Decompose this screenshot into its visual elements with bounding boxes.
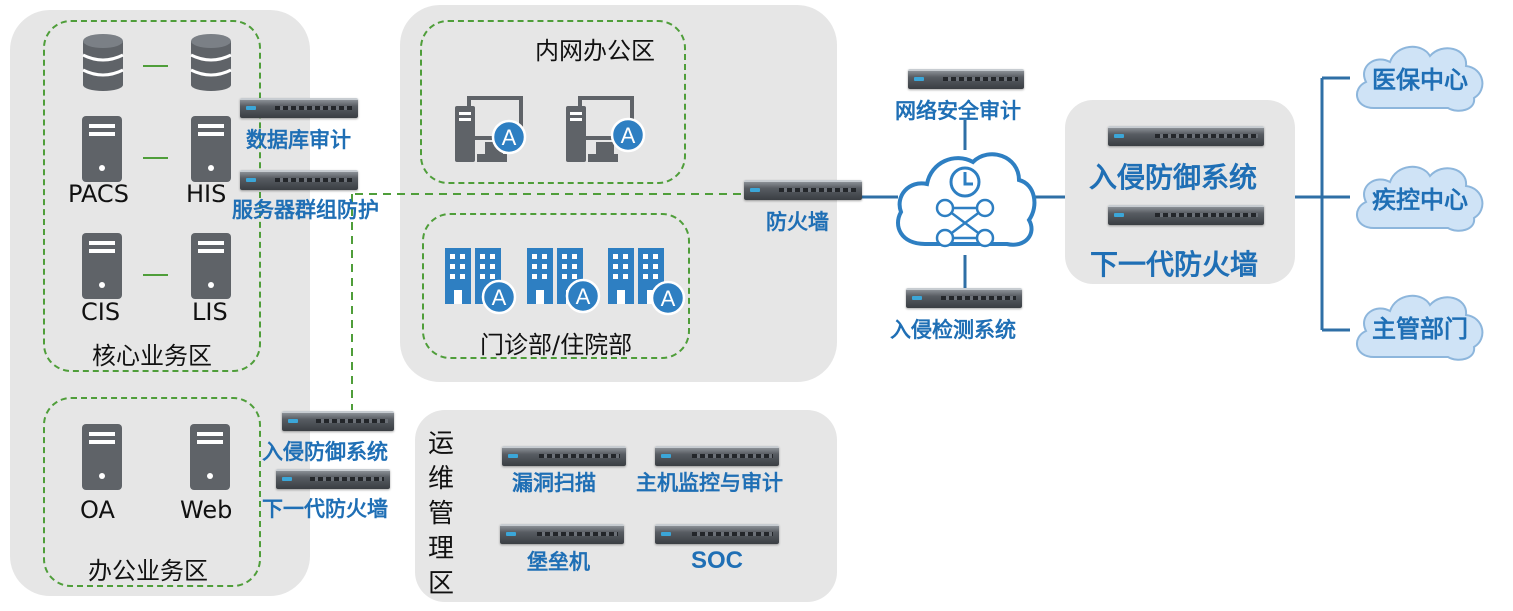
- ops-zone-title: 运维管理区: [427, 429, 454, 599]
- server-icon: [82, 424, 122, 490]
- soc-device: [655, 524, 779, 544]
- agent-badge-icon: A: [650, 280, 686, 316]
- cloud-cdc: 疾控中心: [1350, 158, 1490, 238]
- net-audit-label: 网络安全审计: [895, 99, 1021, 123]
- cloud-label-medical-insurance: 医保中心: [1372, 66, 1468, 94]
- db-audit-device: [240, 98, 358, 118]
- server-label-pacs: PACS: [68, 180, 129, 208]
- core-business-group: [43, 20, 261, 372]
- intranet-office-group: [420, 20, 686, 184]
- bastion-label: 堡垒机: [527, 550, 590, 574]
- ids-device: [906, 288, 1022, 308]
- cloud-authority: 主管部门: [1350, 287, 1490, 367]
- database-icon: [190, 34, 232, 91]
- vuln-scan-label: 漏洞扫描: [512, 471, 596, 495]
- bastion-device: [500, 524, 624, 544]
- ids-label: 入侵检测系统: [890, 318, 1016, 342]
- core-zone-title: 核心业务区: [92, 342, 212, 370]
- svg-text:A: A: [621, 123, 636, 148]
- workstation-icon: [566, 96, 634, 162]
- firewall-label: 防火墙: [766, 210, 829, 234]
- server-label-oa: OA: [80, 496, 115, 524]
- server-label-web: Web: [180, 496, 233, 524]
- agent-badge-icon: A: [565, 278, 601, 314]
- cloud-label-cdc: 疾控中心: [1372, 186, 1468, 214]
- ops-zone: [415, 410, 837, 602]
- office-zone-title: 办公业务区: [88, 557, 208, 585]
- svg-text:A: A: [661, 286, 676, 311]
- ips-left-device: [282, 411, 394, 431]
- ngfw-right-label: 下一代防火墙: [1090, 248, 1259, 281]
- server-icon: [191, 116, 231, 182]
- server-label-his: HIS: [186, 180, 227, 208]
- ngfw-left-device: [276, 469, 390, 489]
- svg-text:A: A: [492, 285, 507, 310]
- host-audit-label: 主机监控与审计: [636, 471, 783, 495]
- agent-badge-icon: A: [481, 279, 517, 315]
- building-icon: [527, 248, 583, 304]
- cloud-medical-insurance: 医保中心: [1350, 38, 1490, 118]
- ips-left-label: 入侵防御系统: [262, 440, 388, 464]
- agent-badge-icon: A: [491, 119, 527, 155]
- ips-right-label: 入侵防御系统: [1089, 161, 1258, 194]
- server-icon: [82, 233, 122, 299]
- clinic-group: [422, 213, 690, 359]
- database-icon: [82, 34, 124, 91]
- server-protect-device: [240, 170, 358, 190]
- server-label-lis: LIS: [192, 298, 228, 326]
- ips-right-device: [1108, 126, 1264, 146]
- db-audit-label: 数据库审计: [246, 128, 351, 152]
- intranet-zone-title: 内网办公区: [535, 37, 655, 65]
- server-icon: [191, 233, 231, 299]
- server-icon: [190, 424, 230, 490]
- clinic-zone-title: 门诊部/住院部: [480, 331, 633, 359]
- network-cloud-icon: [896, 152, 1037, 248]
- ngfw-left-label: 下一代防火墙: [262, 497, 388, 521]
- agent-badge-icon: A: [610, 117, 646, 153]
- svg-text:A: A: [502, 125, 517, 150]
- server-icon: [82, 116, 122, 182]
- ngfw-right-device: [1108, 205, 1264, 225]
- vuln-scan-device: [502, 446, 626, 466]
- host-audit-device: [655, 446, 779, 466]
- net-audit-device: [908, 69, 1024, 89]
- soc-label: SOC: [691, 547, 744, 574]
- server-label-cis: CIS: [81, 298, 121, 326]
- svg-text:A: A: [576, 284, 591, 309]
- cloud-label-authority: 主管部门: [1372, 315, 1468, 343]
- office-business-group: [43, 397, 261, 587]
- firewall-device: [744, 180, 862, 200]
- server-protect-label: 服务器群组防护: [232, 198, 379, 222]
